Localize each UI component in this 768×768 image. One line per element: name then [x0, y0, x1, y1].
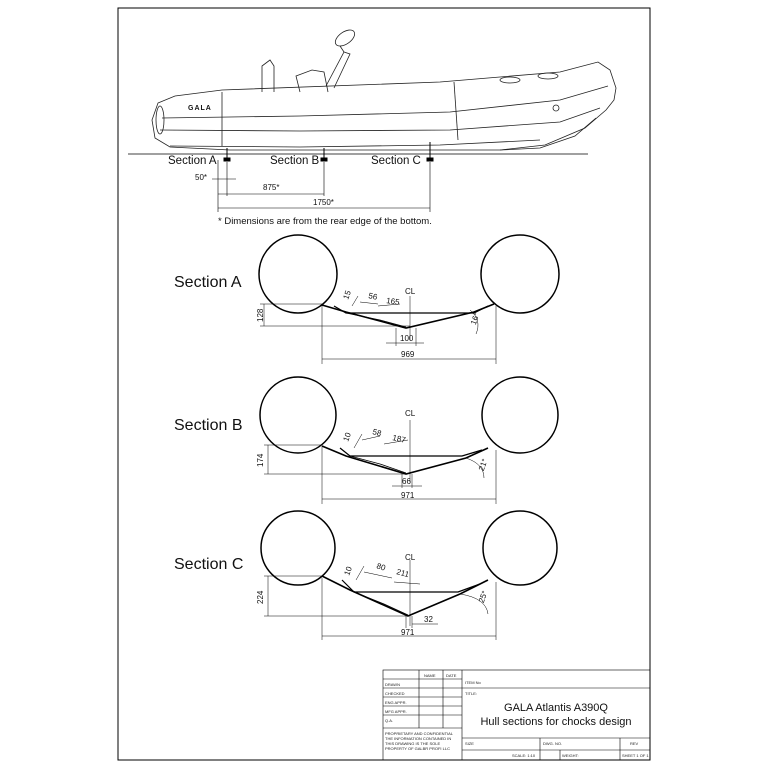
tb-col-date: DATE — [446, 673, 457, 678]
section-a-half-width: 165 — [386, 296, 401, 307]
dim-1750: 1750* — [313, 198, 334, 207]
tb-row-qa: Q.A. — [385, 718, 393, 723]
tb-sheet: SHEET 1 OF 1 — [622, 753, 649, 758]
station-label-b: Section B — [270, 155, 320, 167]
tb-row-eng: ENG APPR. — [385, 700, 407, 705]
section-b-title: Section B — [174, 417, 242, 434]
section-a-cl: CL — [405, 287, 416, 296]
section-b-angle: 21° — [477, 458, 490, 472]
tb-row-mfg: MFG APPR. — [385, 709, 407, 714]
section-b-thickness: 10 — [341, 431, 353, 443]
section-c-half-width: 211 — [395, 567, 410, 579]
section-c-total-width: 971 — [401, 628, 415, 637]
dimension-note: * Dimensions are from the rear edge of t… — [218, 216, 432, 227]
section-b-depth: 174 — [256, 453, 265, 467]
tb-proprietary-4: PROPERTY OF GALBR PROFI LLC — [385, 746, 450, 751]
tb-dwg-no: DWG. NO. — [543, 741, 562, 746]
section-c-strip: 80 — [375, 561, 387, 572]
tb-size: SIZE — [465, 741, 474, 746]
section-a-drawing — [258, 234, 560, 364]
section-a-total-width: 969 — [401, 350, 415, 359]
tb-weight: WEIGHT: — [562, 753, 579, 758]
dim-875: 875* — [263, 183, 279, 192]
station-label-a: Section A — [168, 155, 217, 167]
tb-proprietary-3: THIS DRAWING IS THE SOLE — [385, 741, 440, 746]
section-c-cl: CL — [405, 553, 416, 562]
section-b-half-width: 187 — [392, 433, 407, 445]
section-a-thickness: 15 — [341, 289, 353, 301]
tb-scale: SCALE: 1:10 — [512, 753, 536, 758]
tb-rev: REV — [630, 741, 639, 746]
side-view-dimensions — [212, 160, 431, 212]
boat-side-view — [151, 29, 617, 151]
tb-row-drawn: DRAWN — [385, 682, 400, 687]
station-label-c: Section C — [371, 155, 421, 167]
title-block — [382, 669, 651, 761]
section-a-strip: 56 — [368, 291, 379, 302]
chock-stands — [223, 142, 434, 162]
section-c-title: Section C — [174, 556, 243, 573]
section-a-center-flat: 100 — [400, 334, 414, 343]
boat-brand-text: GALA — [188, 105, 212, 112]
tb-title-line2: Hull sections for chocks design — [480, 716, 631, 728]
section-a-depth: 128 — [256, 308, 265, 322]
tb-title-label: TITLE: — [465, 691, 477, 696]
section-c-drawing — [260, 510, 558, 640]
tb-proprietary-2: THE INFORMATION CONTAINED IN — [385, 736, 451, 741]
tb-item-no: ITEM No — [465, 680, 482, 685]
tb-title-line1: GALA Atlantis A390Q — [504, 702, 608, 714]
section-c-center-flat: 32 — [424, 615, 433, 624]
section-a-title: Section A — [174, 274, 242, 291]
section-c-thickness: 10 — [342, 565, 354, 577]
section-c-angle: 25° — [477, 590, 490, 604]
section-b-drawing — [259, 376, 559, 504]
tb-proprietary-1: PROPRIETARY AND CONFIDENTIAL — [385, 731, 454, 736]
section-b-center-flat: 66 — [402, 477, 411, 486]
section-c-depth: 224 — [256, 590, 265, 604]
section-b-total-width: 971 — [401, 491, 415, 500]
section-b-cl: CL — [405, 409, 416, 418]
section-b-strip: 58 — [371, 427, 382, 438]
tb-row-checked: CHECKED — [385, 691, 405, 696]
dim-50: 50* — [195, 173, 207, 182]
sheet-border — [117, 7, 651, 761]
tb-col-name: NAME — [424, 673, 436, 678]
section-a-angle: 16° — [469, 312, 482, 326]
